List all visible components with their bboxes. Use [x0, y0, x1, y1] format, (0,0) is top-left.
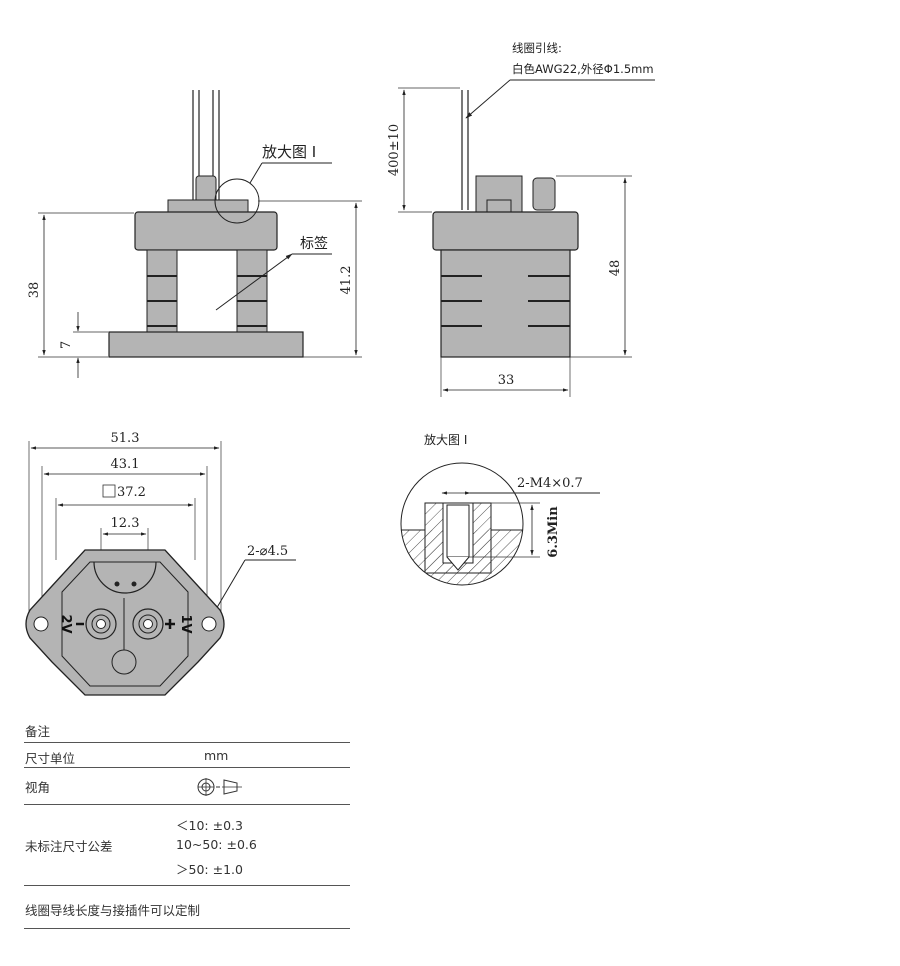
notes-footer-row: 线圈导线长度与接插件可以定制 — [24, 886, 350, 929]
side-upper-body — [432, 211, 579, 251]
thread-spec: 2-M4×0.7 — [517, 476, 583, 491]
dim-lead-length: 400±10 — [387, 124, 402, 176]
thread-hole — [446, 504, 470, 558]
enlarge-callout-label: 放大图 I — [262, 143, 316, 161]
front-view: 放大图 I 标签 38 7 41.2 — [27, 90, 362, 378]
notes-title-row: 备注 — [24, 718, 350, 743]
coil-lead-spec: 白色AWG22,外径Φ1.5mm — [512, 62, 654, 76]
dim-33: 33 — [498, 373, 515, 388]
upper-body — [134, 211, 278, 251]
tolerance-key: 未标注尺寸公差 — [25, 839, 113, 854]
view-angle-key: 视角 — [25, 780, 51, 795]
top-inner-outline — [61, 561, 189, 687]
notes-table: 备注 尺寸单位 mm 视角 未标注尺寸公差 ＜10: ±0.3 10~50: ±… — [24, 718, 350, 929]
unit-key: 尺寸单位 — [25, 751, 76, 766]
tolerance-gt50: ＞50: ±1.0 — [176, 862, 243, 877]
tolerance-10-50: 10~50: ±0.6 — [176, 837, 257, 852]
notes-footer: 线圈导线长度与接插件可以定制 — [25, 903, 201, 918]
square-symbol — [102, 484, 116, 498]
side-wires — [461, 90, 469, 210]
dim-51-3: 51.3 — [111, 431, 140, 446]
notes-title: 备注 — [25, 724, 51, 739]
base-flange — [108, 331, 304, 358]
notes-row-tolerance: 未标注尺寸公差 ＜10: ±0.3 10~50: ±0.6 ＞50: ±1.0 — [24, 805, 350, 886]
side-view: 线圈引线: 白色AWG22,外径Φ1.5mm 400±10 48 33 — [387, 41, 655, 397]
dim-41-2: 41.2 — [339, 266, 354, 295]
dim-43-1: 43.1 — [111, 457, 140, 472]
notes-row-unit: 尺寸单位 mm — [24, 743, 350, 768]
coil-lead-title: 线圈引线: — [512, 41, 562, 55]
dim-37-2: 37.2 — [117, 485, 146, 500]
side-connector-inner — [486, 199, 512, 213]
dim-48: 48 — [608, 260, 623, 277]
mount-hole-right — [201, 616, 217, 632]
side-lower-body — [440, 249, 571, 358]
unit-value: mm — [204, 748, 229, 763]
detail-view: 放大图 I 2-M4×0.7 6.3Min — [400, 432, 600, 586]
thread-depth: 6.3Min — [546, 506, 561, 558]
polarity-negative: 2V — [58, 614, 73, 633]
label-tag-text: 标签 — [300, 235, 328, 252]
connector-arc — [93, 561, 157, 594]
tolerance-lt10: ＜10: ±0.3 — [176, 818, 243, 833]
side-boot — [532, 177, 556, 211]
dim-38: 38 — [27, 282, 42, 299]
projection-symbol-icon — [197, 778, 242, 796]
polarity-positive: 1V — [178, 614, 193, 633]
top-view: 51.3 43.1 37.2 12.3 2-⌀4.5 2V — [25, 431, 296, 696]
detail-title: 放大图 I — [424, 432, 467, 447]
hole-spec: 2-⌀4.5 — [247, 544, 288, 559]
left-column — [146, 249, 178, 333]
dim-12-3: 12.3 — [111, 516, 140, 531]
notes-row-view-angle: 视角 — [24, 768, 350, 805]
dim-7: 7 — [59, 341, 74, 349]
mount-hole-left — [33, 616, 49, 632]
center-boss — [111, 649, 137, 675]
